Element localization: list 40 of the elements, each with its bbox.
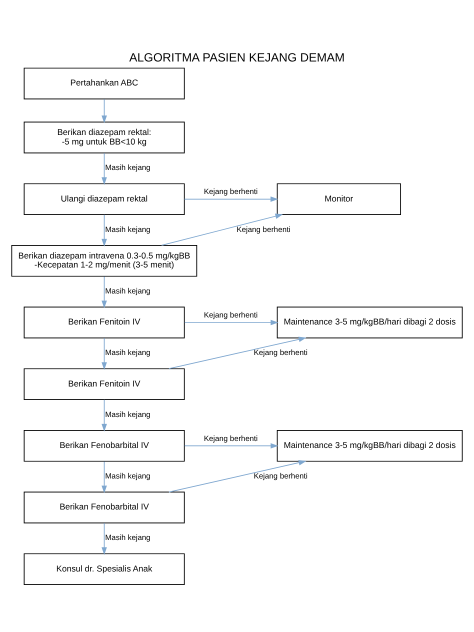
arrow	[168, 336, 306, 369]
arrow	[184, 442, 278, 448]
node-box: Monitor	[276, 182, 402, 214]
arrow	[184, 319, 278, 325]
edge-label: Masih kejang	[105, 532, 150, 542]
arrow	[161, 213, 284, 246]
arrow	[102, 522, 107, 554]
arrow	[102, 152, 107, 184]
arrow	[102, 398, 107, 432]
edge-label: Masih kejang	[105, 224, 150, 234]
node-box: Ulangi diazepam rektal	[24, 182, 185, 214]
edge-label: Masih kejang	[105, 471, 150, 480]
edge-label: Masih kejang	[105, 348, 150, 357]
node-box: Berikan Fenobarbital IV	[24, 429, 185, 462]
edge-label: Kejang berhenti	[254, 348, 308, 357]
arrow	[102, 337, 107, 370]
node-box: Berikan Fenobarbital IV	[24, 491, 185, 523]
edge-label: Masih kejang	[105, 409, 150, 418]
node-box: Berikan diazepam rektal: -5 mg untuk BB<10 kg	[24, 121, 185, 153]
edge-label: Kejang berhenti	[204, 433, 258, 442]
arrow	[102, 214, 107, 246]
edge-label: Kejang berhenti	[254, 471, 308, 480]
arrow	[102, 98, 107, 123]
node-box: Maintenance 3-5 mg/kgBB/hari dibagi 2 dosis	[276, 429, 463, 462]
node-box: Konsul dr. Spesialis Anak	[24, 552, 185, 584]
edge-label: Masih kejang	[105, 286, 150, 296]
node-box: Maintenance 3-5 mg/kgBB/hari dibagi 2 dosis	[276, 306, 463, 338]
node-box: Berikan diazepam intravena 0.3-0.5 mg/kgBB -Kecepatan 1-2 mg/menit (3-5 menit)	[11, 244, 198, 276]
edge-label: Kejang berhenti	[204, 186, 258, 196]
arrow	[102, 276, 107, 308]
node-box: Pertahankan ABC	[24, 67, 185, 99]
edge-label: Kejang berhenti	[236, 224, 290, 234]
node-box: Berikan Fenitoin IV	[24, 306, 185, 338]
diagram-title: ALGORITMA PASIEN KEJANG DEMAM	[129, 50, 345, 64]
node-box: Berikan Fenitoin IV	[24, 368, 185, 400]
arrow	[184, 196, 278, 202]
edge-label: Masih kejang	[105, 162, 150, 172]
arrow	[102, 460, 107, 493]
arrow	[168, 460, 306, 492]
edge-label: Kejang berhenti	[204, 310, 258, 320]
